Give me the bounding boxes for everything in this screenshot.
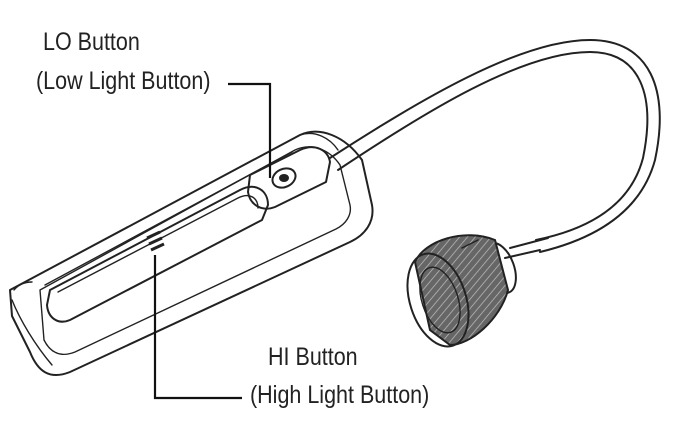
lo-button[interactable] <box>247 146 331 210</box>
hi-button[interactable] <box>46 185 269 323</box>
hi-button-label: HI Button <box>268 343 358 371</box>
light-head <box>406 234 549 348</box>
cable <box>329 39 661 253</box>
lo-button-mark-icon <box>279 174 289 182</box>
hi-button-mark-icon <box>146 230 165 252</box>
switch-housing <box>9 130 374 377</box>
hi-button-sublabel: (High Light Button) <box>250 381 430 409</box>
hi-leader-line <box>153 255 242 400</box>
lo-button-sublabel: (Low Light Button) <box>36 67 211 95</box>
lo-button-label: LO Button <box>43 28 140 56</box>
lo-leader-line <box>228 82 272 178</box>
